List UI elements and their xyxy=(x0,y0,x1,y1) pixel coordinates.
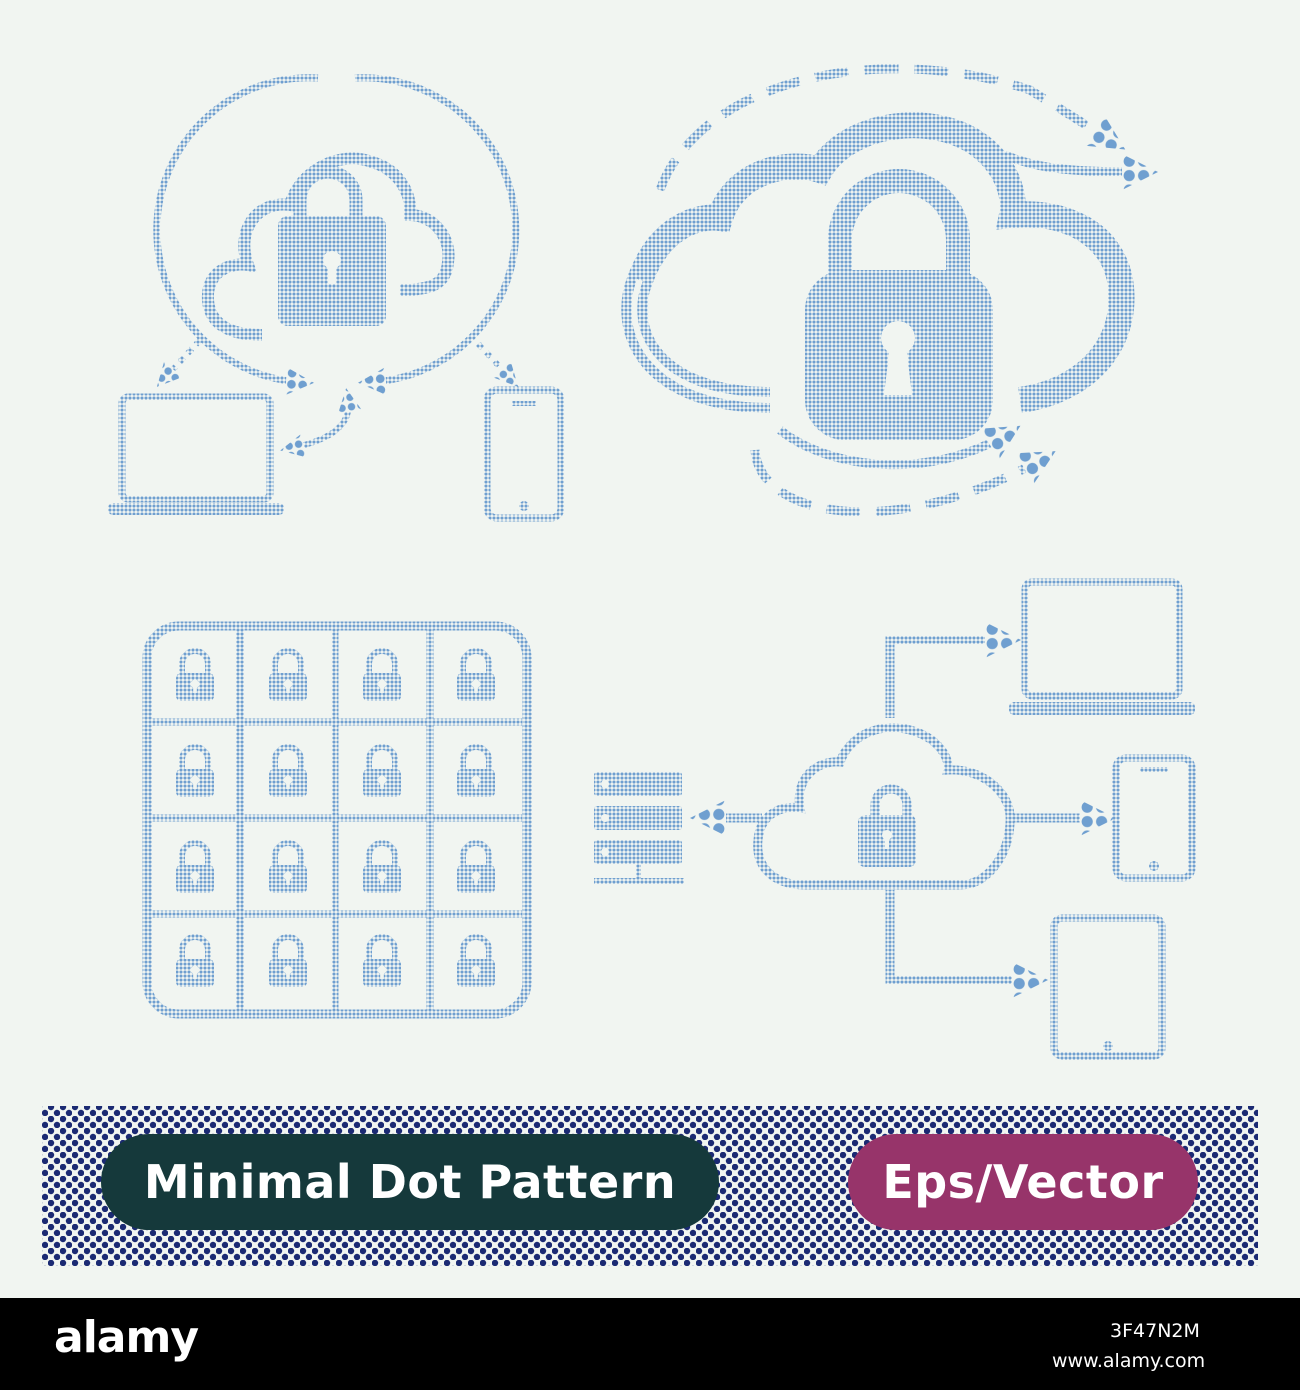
secure-cloud-transfer-icon xyxy=(621,64,1140,517)
footer-url-text: www.alamy.com xyxy=(1052,1350,1206,1372)
cloud-sync-lock-icon xyxy=(108,74,565,522)
lock-grid-icon xyxy=(142,621,532,1019)
cloud-network-devices-icon xyxy=(594,578,1196,1060)
footer-bar: alamy 3F47N2M www.alamy.com xyxy=(0,1298,1300,1390)
eps-vector-label: Eps/Vector xyxy=(848,1134,1198,1230)
minimal-dot-pattern-label: Minimal Dot Pattern xyxy=(101,1134,719,1230)
footer-brand-logo: alamy xyxy=(54,1312,199,1363)
illustration-canvas xyxy=(42,64,1258,1266)
image-id-text: 3F47N2M xyxy=(1110,1320,1200,1342)
